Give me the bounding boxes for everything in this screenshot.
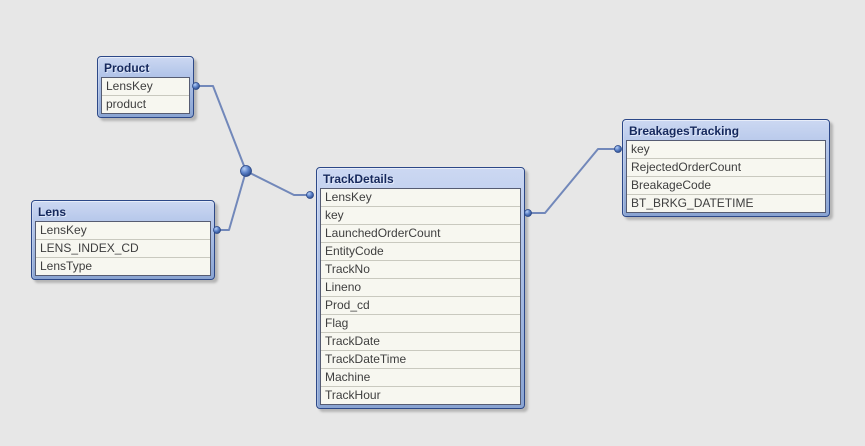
field-row[interactable]: Lineno	[321, 279, 520, 297]
connector-line-trackdetails-to-breakagestracking	[527, 148, 619, 214]
junction-dot-icon	[240, 165, 252, 177]
field-row[interactable]: key	[321, 207, 520, 225]
field-row[interactable]: LensKey	[321, 189, 520, 207]
field-row[interactable]: Machine	[321, 369, 520, 387]
connector-line-lens-to-junction	[216, 170, 247, 231]
breakagestracking-key-dot-icon	[614, 145, 622, 153]
field-row[interactable]: EntityCode	[321, 243, 520, 261]
field-row[interactable]: product	[106, 97, 147, 111]
field-row[interactable]: LENS_INDEX_CD	[36, 240, 210, 258]
table-title-lens: Lens	[38, 205, 67, 219]
field-row[interactable]: LensType	[40, 259, 93, 273]
field-row[interactable]: LaunchedOrderCount	[321, 225, 520, 243]
field-row[interactable]: TrackHour	[325, 388, 381, 402]
field-row[interactable]: TrackNo	[321, 261, 520, 279]
table-title-trackdetails: TrackDetails	[323, 172, 394, 186]
field-row[interactable]: LensKey	[36, 222, 210, 240]
field-row[interactable]: Prod_cd	[321, 297, 520, 315]
field-row[interactable]: BreakageCode	[627, 177, 825, 195]
field-row[interactable]: Flag	[321, 315, 520, 333]
field-row[interactable]: TrackDateTime	[321, 351, 520, 369]
field-row[interactable]: LensKey	[102, 78, 189, 96]
field-row[interactable]: key	[627, 141, 825, 159]
trackdetails-lenskey-dot-icon	[306, 191, 314, 199]
trackdetails-key-dot-icon	[524, 209, 532, 217]
connector-line-junction-to-trackdetails	[245, 170, 311, 196]
field-row[interactable]: RejectedOrderCount	[627, 159, 825, 177]
connector-line-product-to-junction	[195, 85, 247, 172]
field-row[interactable]: TrackDate	[321, 333, 520, 351]
field-row[interactable]: BT_BRKG_DATETIME	[631, 196, 754, 210]
table-title-breakagestracking: BreakagesTracking	[629, 124, 740, 138]
table-title-product: Product	[104, 61, 150, 75]
